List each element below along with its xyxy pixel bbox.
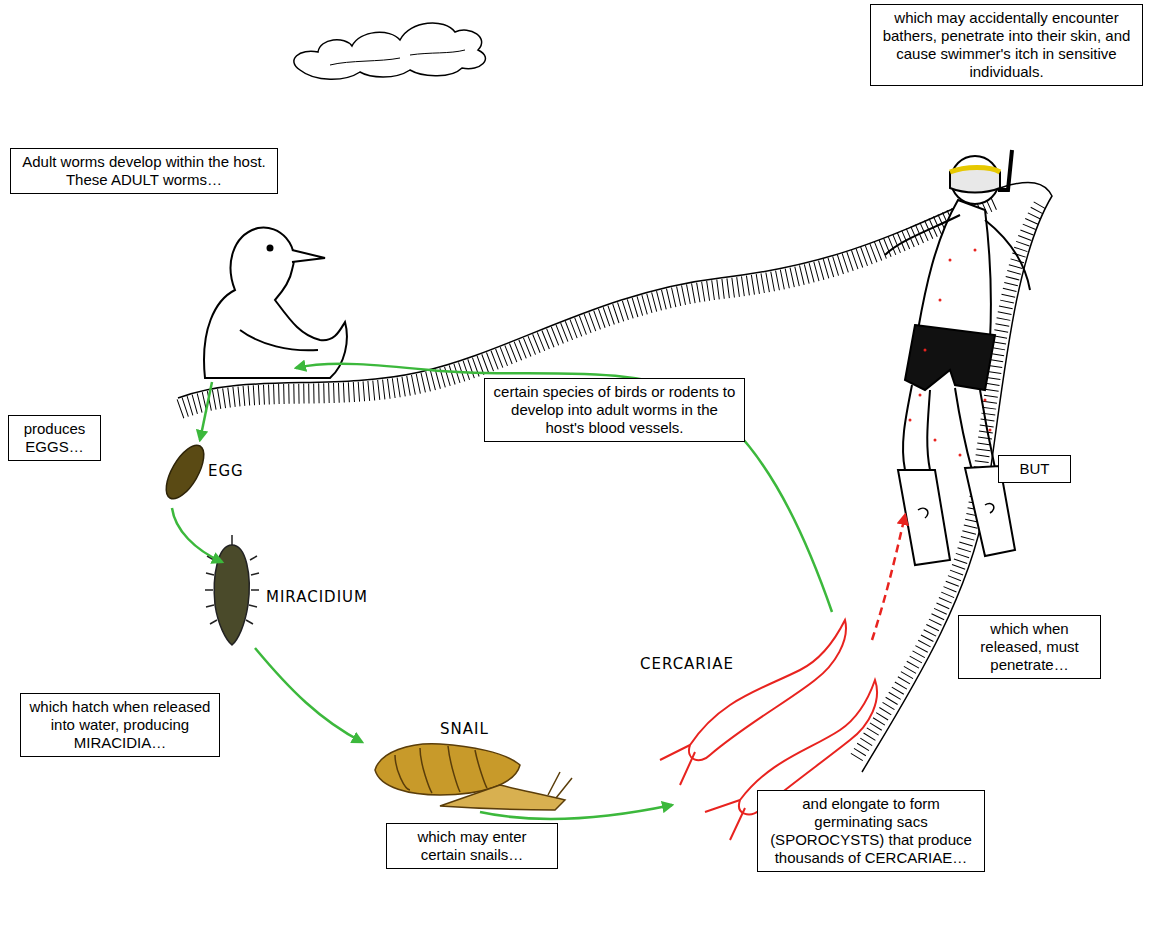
cycle-arrow	[200, 382, 212, 440]
bird	[204, 228, 347, 378]
caption-box: which may enter certain snails…	[386, 823, 558, 869]
caption-text: Adult worms develop within the host. The…	[17, 153, 271, 189]
cycle-arrow	[296, 364, 832, 612]
stage-label: MIRACIDIUM	[266, 588, 368, 606]
caption-box: Adult worms develop within the host. The…	[10, 148, 278, 194]
caption-box: BUT	[998, 455, 1071, 483]
swimmer	[885, 150, 1030, 565]
caption-text: which hatch when released into water, pr…	[27, 698, 213, 752]
caption-text: which may accidentally encounter bathers…	[877, 9, 1136, 81]
caption-text: which when released, must penetrate…	[965, 620, 1094, 674]
caption-box: which may accidentally encounter bathers…	[870, 4, 1143, 86]
caption-text: certain species of birds or rodents to d…	[491, 383, 738, 437]
caption-text: produces EGGS…	[15, 420, 94, 456]
snail	[375, 744, 572, 810]
caption-box: which hatch when released into water, pr…	[20, 693, 220, 757]
caption-text: and elongate to form germinating sacs (S…	[764, 795, 978, 867]
stage-label: CERCARIAE	[640, 655, 734, 673]
cycle-arrow	[255, 648, 362, 742]
caption-box: and elongate to form germinating sacs (S…	[757, 790, 985, 872]
caption-text: which may enter certain snails…	[393, 828, 551, 864]
caption-text: BUT	[1005, 460, 1064, 478]
caption-box: which when released, must penetrate…	[958, 615, 1101, 679]
miracidium	[205, 535, 259, 645]
stage-label: SNAIL	[440, 720, 489, 738]
stage-label: EGG	[208, 462, 244, 480]
cloud	[294, 23, 486, 79]
water-surface	[178, 182, 1052, 772]
egg	[159, 440, 212, 505]
caption-box: produces EGGS…	[8, 415, 101, 461]
penetration-arrow	[872, 515, 905, 640]
cycle-arrow	[172, 508, 222, 562]
caption-box: certain species of birds or rodents to d…	[484, 378, 745, 442]
cycle-arrow	[480, 805, 672, 819]
